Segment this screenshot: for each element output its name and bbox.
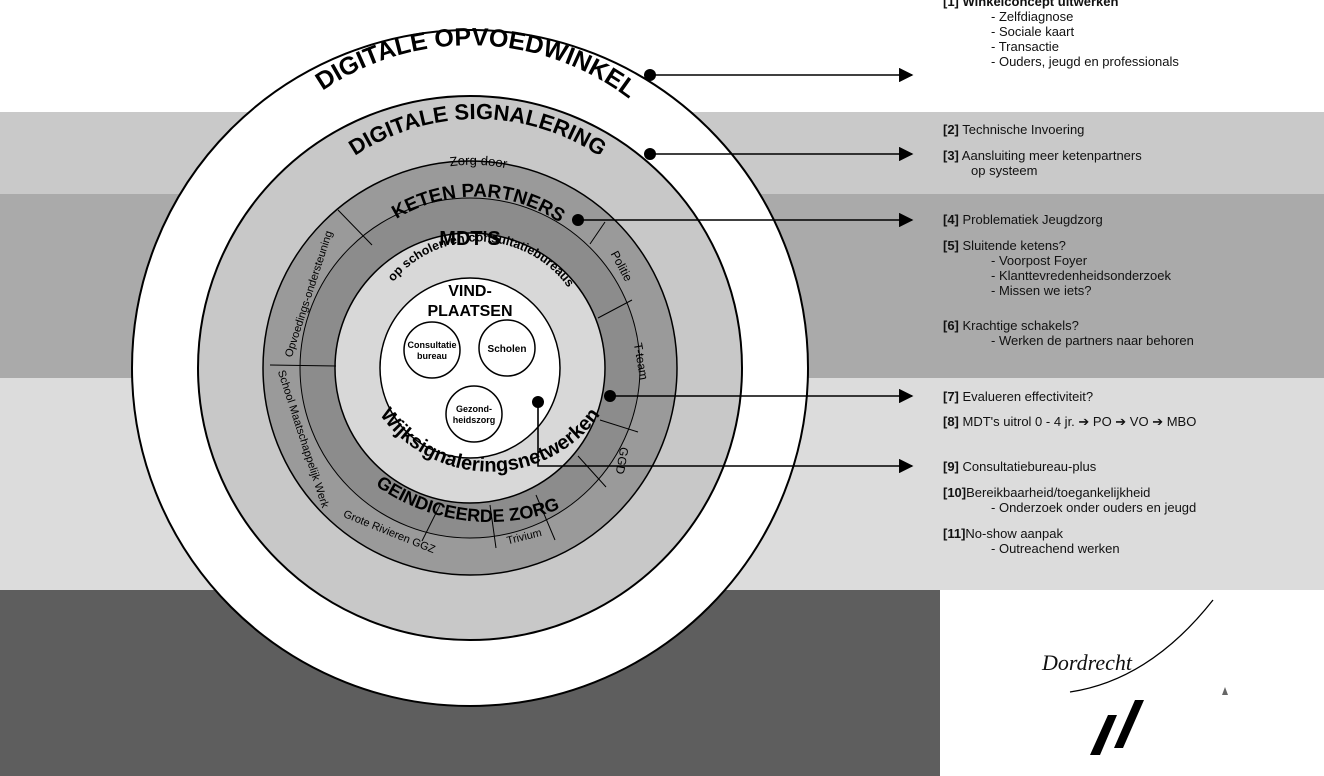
connectors: [537, 67, 914, 474]
panel-item-8: [8] MDT's uitrol 0 - 4 jr. ➔ PO ➔ VO ➔ M…: [943, 414, 1197, 429]
segment-t-team: T-team: [631, 342, 651, 381]
segment-dividers: [269, 209, 639, 549]
label-mdt: MDT'S: [439, 228, 500, 250]
segment-ggd: GGD: [613, 446, 632, 476]
panel-item-10: [10]Bereikbaarheid/toegankelijkheid Onde…: [943, 485, 1196, 515]
connector-dots: [532, 69, 656, 408]
circle-gezondheidszorg-label-1: Gezond-: [456, 404, 492, 414]
circle-consultatiebureau-label-2: bureau: [417, 351, 447, 361]
panel-item-5: [5] Sluitende ketens? Voorpost Foyer Kla…: [943, 238, 1171, 298]
panel-item-6: [6] Krachtige schakels? Werken de partne…: [943, 318, 1194, 348]
dordrecht-logo-mark: [1069, 599, 1228, 755]
circle-consultatiebureau-label-1: Consultatie: [407, 340, 456, 350]
panel-item-1: [1] Winkelconcept uitwerken Zelfdiagnose…: [943, 0, 1179, 69]
panel-item-2: [2] Technische Invoering: [943, 122, 1085, 137]
panel-item-7: [7] Evalueren effectiviteit?: [943, 389, 1094, 404]
panel-item-4: [4] Problematiek Jeugdzorg: [943, 212, 1103, 227]
dordrecht-logo-text: Dordrecht: [1042, 650, 1133, 675]
circle-gezondheidszorg: [445, 385, 503, 443]
circle-consultatiebureau: [403, 321, 461, 379]
circle-scholen-label: Scholen: [488, 344, 527, 355]
label-zorg-door: Zorg door: [449, 153, 509, 172]
panel-item-3: [3] Aansluiting meer ketenpartners op sy…: [943, 148, 1142, 178]
circle-gezondheidszorg-label-2: heidszorg: [453, 415, 496, 425]
center-title-2: PLAATSEN: [427, 303, 512, 320]
circle-scholen: [478, 319, 536, 377]
panel-item-9: [9] Consultatiebureau-plus: [943, 459, 1097, 474]
center-title-1: VIND-: [448, 283, 492, 300]
panel-item-11: [11]No-show aanpak Outreachend werken: [943, 526, 1120, 556]
